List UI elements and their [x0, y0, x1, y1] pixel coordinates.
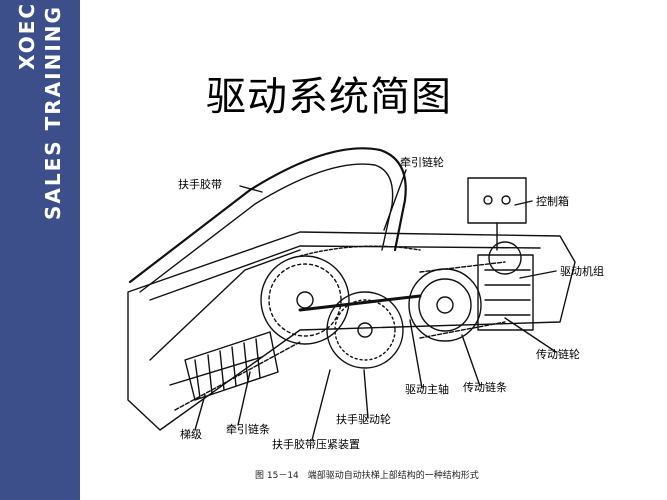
control-box — [467, 177, 527, 224]
handrail-belt — [128, 147, 407, 284]
label-traction-chain: 牵引链条 — [226, 422, 270, 436]
truss-inner-line — [149, 245, 541, 301]
label-handrail-tensioner: 扶手胶带压紧装置 — [272, 437, 360, 451]
handrail-inner — [139, 163, 394, 293]
truss-outline — [127, 231, 576, 431]
handrail-drive-wheel — [326, 291, 404, 369]
label-drive-unit: 驱动机组 — [560, 264, 604, 278]
traction-sprocket-wheel — [260, 255, 350, 345]
label-handrail-drive-wheel: 扶手驱动轮 — [336, 412, 391, 426]
steps-group — [169, 331, 279, 401]
drive-unit-box — [477, 254, 534, 331]
drive-chain — [419, 261, 506, 339]
label-handrail: 扶手胶带 — [178, 177, 222, 191]
label-drive-chain: 传动链条 — [463, 380, 507, 394]
main-drive-shaft — [298, 294, 422, 312]
drive-sprocket-wheel — [408, 268, 482, 342]
label-step: 梯级 — [180, 428, 202, 441]
label-control-box: 控制箱 — [536, 194, 569, 208]
page-title: 驱动系统简图 — [206, 74, 452, 120]
label-traction-sprocket: 牵引链轮 — [400, 155, 444, 169]
figure-caption: 图 15－14 端部驱动自动扶梯上部结构的一种结构形式 — [255, 469, 479, 481]
traction-chain-upper — [299, 245, 421, 257]
label-main-drive-shaft: 驱动主轴 — [405, 382, 449, 396]
sidebar-banner: XOEC SALES TRAINING — [0, 0, 80, 500]
handrail-lower — [149, 249, 301, 361]
label-drive-sprocket: 传动链轮 — [536, 347, 580, 361]
traction-chain-lower — [174, 341, 301, 411]
